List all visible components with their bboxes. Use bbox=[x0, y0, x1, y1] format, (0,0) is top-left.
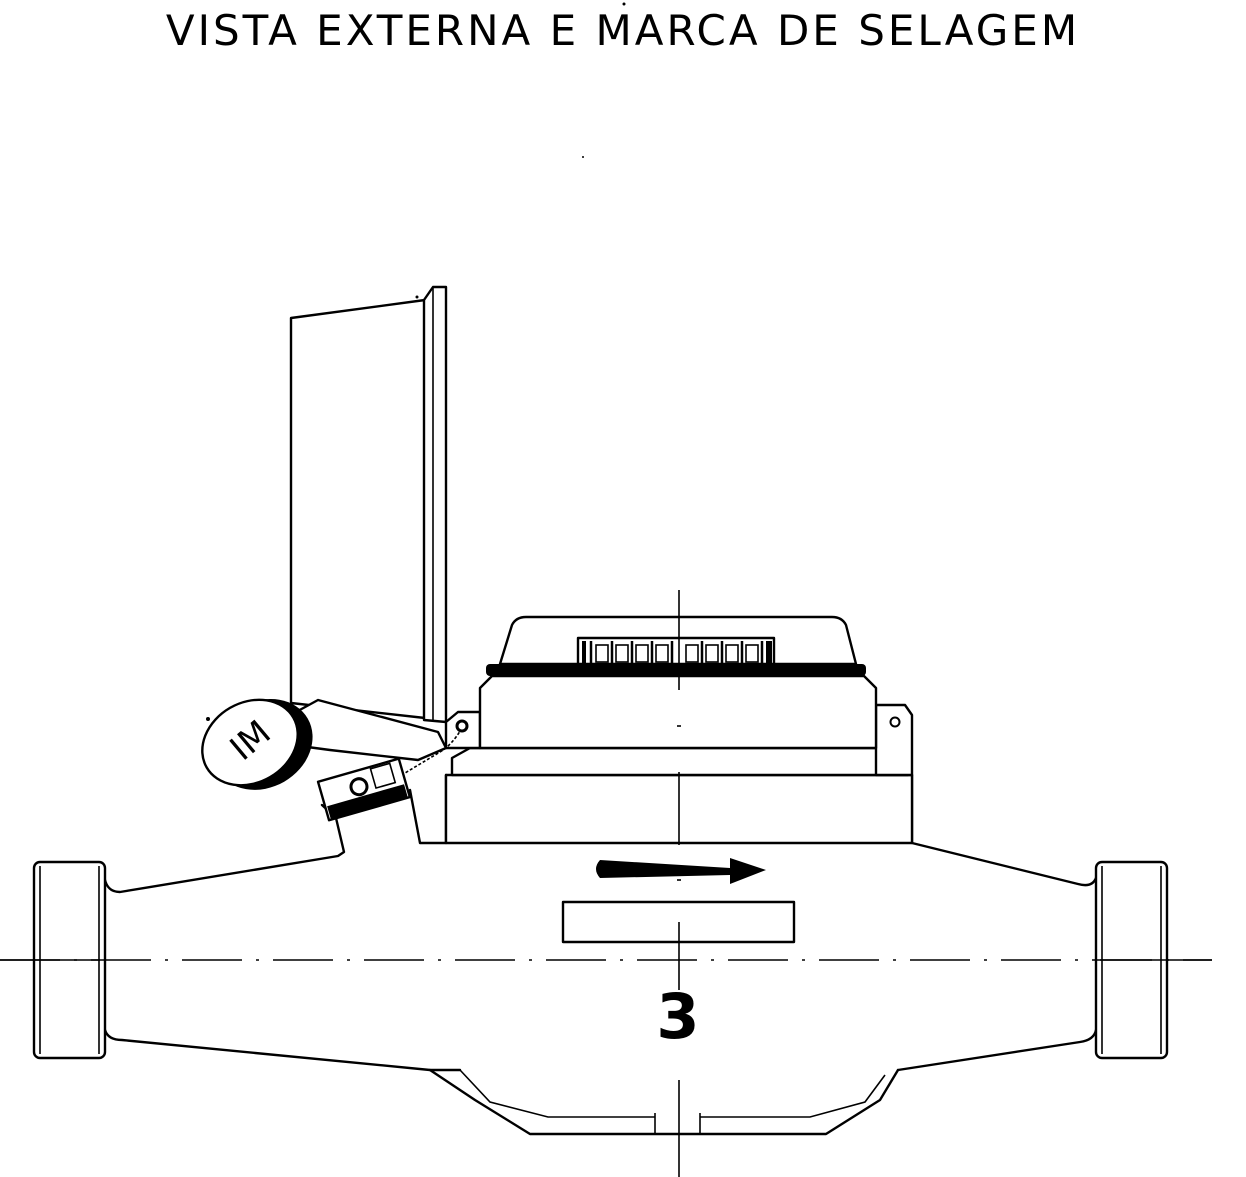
class-marking: 3 bbox=[656, 980, 699, 1053]
stray-dot bbox=[582, 156, 584, 158]
register-housing bbox=[444, 615, 914, 845]
counter-digits bbox=[582, 641, 772, 663]
flow-direction-arrow bbox=[596, 858, 766, 884]
title-dot bbox=[622, 2, 626, 6]
center-lines bbox=[0, 590, 1212, 1177]
meter-lid bbox=[289, 285, 448, 724]
meter-body bbox=[103, 773, 1098, 1136]
drawing-title: VISTA EXTERNA E MARCA DE SELAGEM bbox=[165, 6, 1081, 55]
seal-assembly: IM bbox=[201, 698, 469, 822]
lead-seal bbox=[201, 698, 313, 790]
seal-clamp bbox=[316, 757, 412, 822]
